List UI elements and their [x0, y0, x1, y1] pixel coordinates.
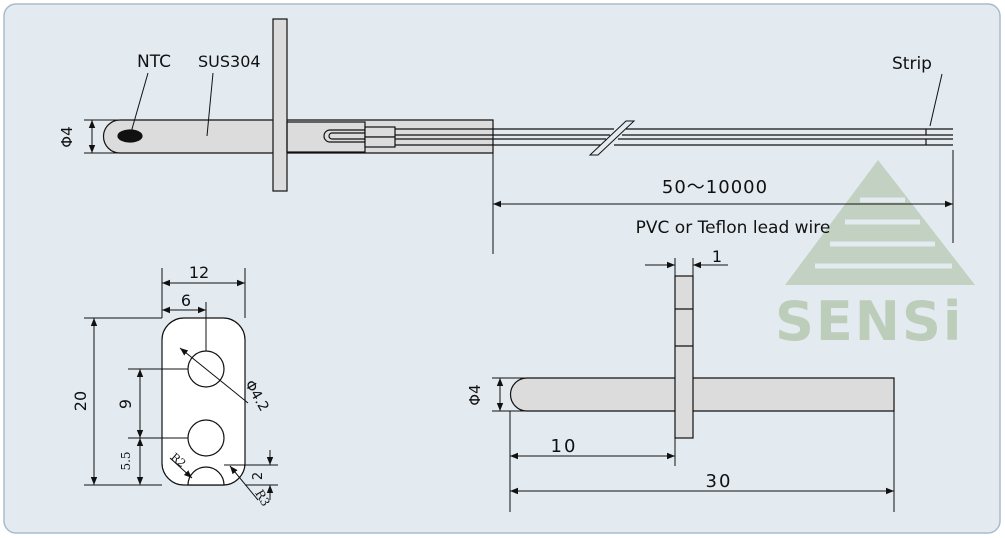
probe-assembly — [102, 18, 953, 192]
watermark-text: SENSi — [775, 290, 963, 353]
mounting-flange — [272, 18, 288, 192]
break-mark — [588, 120, 636, 156]
label-height-20: 20 — [71, 391, 90, 411]
watermark-logo: SENSi — [775, 160, 975, 353]
crimp-block-lower — [364, 136, 396, 148]
label-phi4-side: Φ4 — [466, 384, 484, 405]
label-phi4-main: Φ4 — [58, 126, 76, 147]
label-len-30: 30 — [706, 471, 733, 492]
side-dimensions — [492, 258, 895, 512]
label-length-range: 50～10000 — [662, 177, 768, 198]
crimp-block-upper — [364, 126, 396, 138]
top-annotations — [84, 72, 954, 254]
label-lead-wire: PVC or Teflon lead wire — [636, 218, 831, 238]
label-pitch-9: 9 — [116, 399, 135, 409]
label-width-12: 12 — [189, 263, 209, 282]
probe-tube — [102, 119, 494, 154]
sensor-loop — [323, 129, 370, 143]
label-len-10: 10 — [551, 436, 578, 457]
label-sus304: SUS304 — [198, 52, 261, 71]
label-dim-2: 2 — [251, 472, 266, 480]
label-dim-5-5: 5.5 — [119, 451, 133, 470]
label-offset-6: 6 — [181, 291, 191, 310]
mounting-hole-lower — [187, 419, 225, 457]
side-probe-tube — [509, 377, 895, 412]
probe-side-view — [509, 275, 895, 439]
label-ntc: NTC — [137, 52, 171, 72]
label-strip: Strip — [892, 54, 932, 74]
label-thickness-1: 1 — [712, 247, 722, 266]
flange-dimensions — [84, 268, 278, 501]
lead-wires — [395, 128, 953, 146]
side-flange — [674, 275, 694, 439]
